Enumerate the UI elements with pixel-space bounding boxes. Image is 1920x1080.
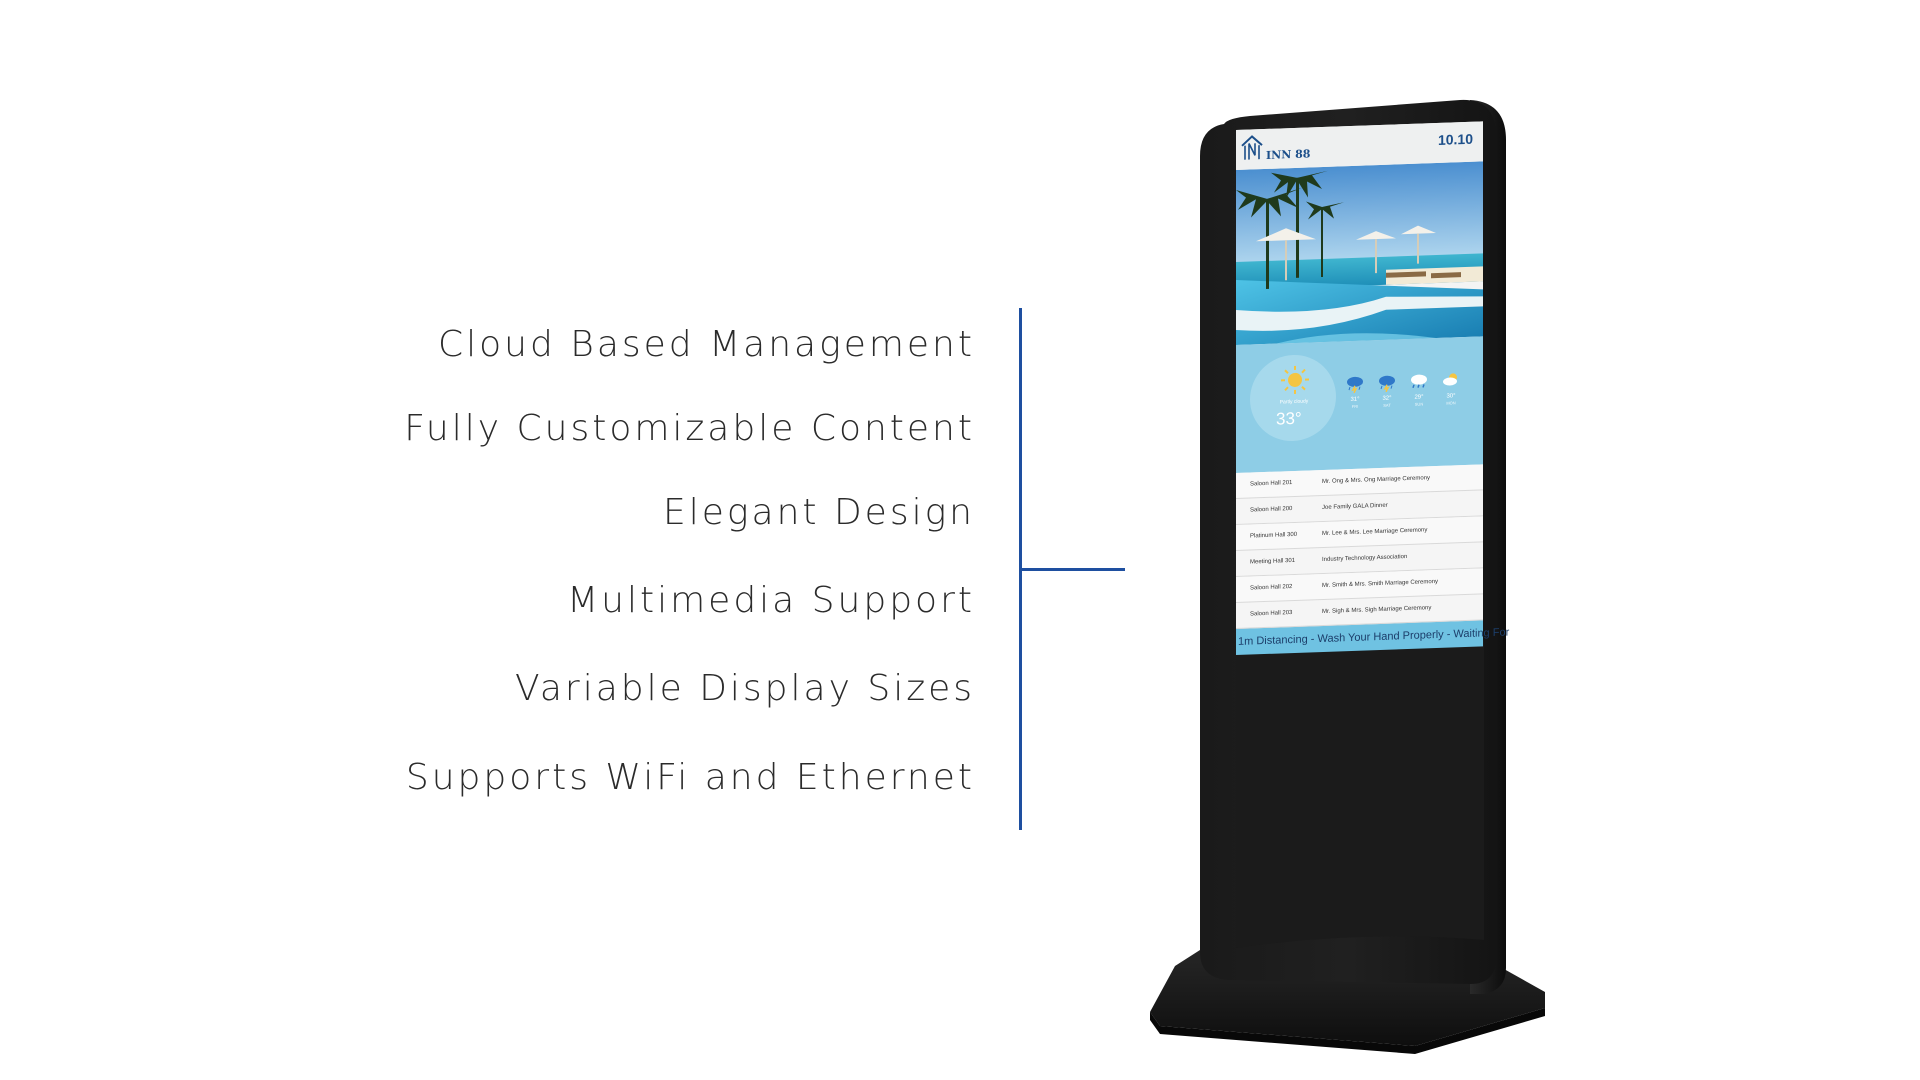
pool-photo (1236, 161, 1483, 345)
screen-date: 10.10 (1437, 130, 1473, 148)
forecast-temp: 30° (1446, 393, 1456, 400)
feature-item: Elegant Design (663, 492, 975, 533)
feature-item: Multimedia Support (567, 580, 975, 621)
schedule-room: Saloon Hall 202 (1250, 584, 1293, 592)
forecast-day-label: SUN (1414, 401, 1424, 407)
forecast-day: 31° FRI (1342, 374, 1368, 409)
rain-thunder-icon (1379, 375, 1395, 393)
forecast-temp: 29° (1414, 394, 1424, 401)
forecast-day: 30° MON (1438, 371, 1464, 406)
schedule-event: Industry Technology Association (1322, 554, 1408, 563)
screen-header: INN 88 10.10 (1236, 121, 1483, 170)
forecast-day-label: MON (1446, 400, 1456, 406)
forecast-day: 29° SUN (1406, 372, 1432, 407)
sun-icon (1281, 365, 1309, 394)
partly-cloudy-icon (1443, 373, 1457, 386)
forecast-day-label: SAT (1383, 402, 1391, 408)
schedule-event: Joe Family GALA Dinner (1322, 502, 1388, 511)
hotel-logo-icon (1241, 135, 1263, 160)
feature-item: Cloud Based Management (437, 324, 975, 365)
schedule-room: Meeting Hall 301 (1250, 557, 1296, 566)
event-schedule: Saloon Hall 201 Mr. Ong & Mrs. Ong Marri… (1236, 464, 1483, 629)
feature-item: Fully Customizable Content (404, 408, 975, 449)
schedule-room: Platinum Hall 300 (1250, 531, 1298, 540)
feature-item: Variable Display Sizes (515, 668, 975, 709)
schedule-event: Mr. Lee & Mrs. Lee Marriage Ceremony (1322, 527, 1428, 537)
rain-cloud-icon (1411, 374, 1427, 389)
kiosk-screen: INN 88 10.10 (1236, 121, 1509, 655)
feature-list: Cloud Based Management Fully Customizabl… (404, 324, 975, 798)
schedule-room: Saloon Hall 203 (1250, 610, 1293, 618)
hotel-logo-text: INN 88 (1266, 147, 1311, 162)
schedule-room: Saloon Hall 200 (1250, 506, 1293, 514)
schedule-event: Mr. Ong & Mrs. Ong Marriage Ceremony (1322, 475, 1431, 485)
feature-item: Supports WiFi and Ethernet (405, 757, 975, 798)
schedule-event: Mr. Smith & Mrs. Smith Marriage Ceremony (1322, 578, 1439, 589)
schedule-event: Mr. Sigh & Mrs. Sigh Marriage Ceremony (1322, 605, 1432, 615)
forecast-temp: 31° (1350, 396, 1360, 404)
forecast-day: 32° SAT (1374, 373, 1400, 408)
weather-widget: Partly cloudy 33° 31° FRI 32° SAT (1236, 336, 1483, 473)
schedule-room: Saloon Hall 201 (1250, 480, 1293, 488)
forecast-temp: 32° (1382, 395, 1392, 402)
forecast-day-label: FRI (1351, 403, 1359, 409)
bracket-connector-line (1019, 568, 1125, 571)
rain-thunder-icon (1347, 376, 1363, 394)
weather-temperature: 33° (1276, 408, 1302, 429)
